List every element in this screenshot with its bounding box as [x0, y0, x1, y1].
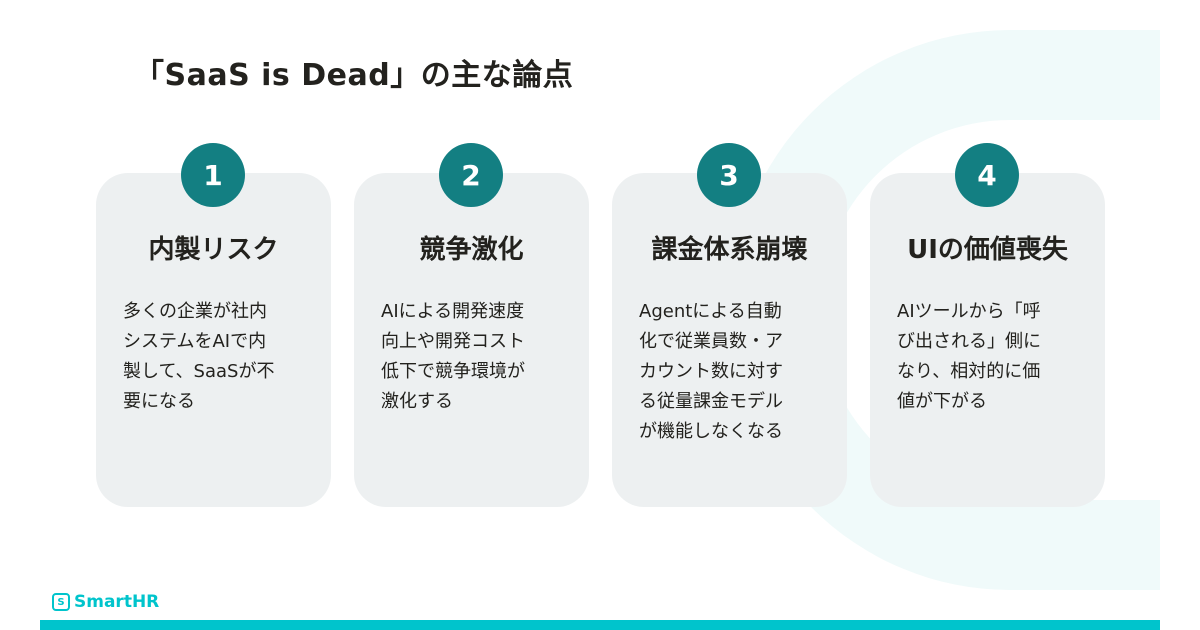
number-badge: 4: [955, 143, 1019, 207]
brand-bar: [40, 620, 1160, 630]
card-title: 内製リスク: [148, 235, 279, 265]
description-line: 低下で競争環境が: [381, 361, 525, 382]
description-line: び出される」側に: [897, 331, 1041, 352]
smarthr-logo: S SmartHR: [52, 592, 159, 612]
logo-text: SmartHR: [74, 592, 160, 612]
description-line: 値が下がる: [897, 391, 987, 412]
page-title: 「SaaS is Dead」の主な論点: [134, 58, 574, 93]
description-line: 化で従業員数・ア: [639, 331, 783, 352]
number-badge: 1: [181, 143, 245, 207]
description-line: AIによる開発速度: [381, 301, 525, 322]
description-line: 製して、SaaSが不: [123, 361, 275, 382]
description-line: Agentによる自動: [639, 301, 782, 322]
card-title: UIの価値喪失: [907, 235, 1068, 265]
description-line: 要になる: [123, 391, 195, 412]
description-line: 多くの企業が社内: [123, 301, 267, 322]
description-line: AIツールから「呼: [897, 301, 1041, 322]
card-title: 課金体系崩壊: [651, 235, 808, 265]
description-line: システムをAIで内: [123, 331, 267, 352]
point-card: 課金体系崩壊 Agentによる自動化で従業員数・アカウント数に対する従量課金モデル…: [612, 173, 847, 507]
description-line: 激化する: [381, 391, 453, 412]
description-line: る従量課金モデル: [639, 391, 783, 412]
description-line: カウント数に対す: [639, 361, 783, 382]
card-description: AIによる開発速度向上や開発コスト低下で競争環境が激化する: [381, 297, 573, 417]
description-line: が機能しなくなる: [639, 421, 783, 442]
point-card: 内製リスク多くの企業が社内システムをAIで内製して、SaaSが不要になる: [96, 173, 331, 507]
point-card: UIの価値喪失 AIツールから「呼び出される」側になり、相対的に価値が下がる: [870, 173, 1105, 507]
card-description: 多くの企業が社内システムをAIで内製して、SaaSが不要になる: [123, 297, 315, 417]
description-line: なり、相対的に価: [897, 361, 1041, 382]
number-badge: 2: [439, 143, 503, 207]
card-description: AIツールから「呼び出される」側になり、相対的に価値が下がる: [897, 297, 1089, 417]
point-card: 競争激化 AIによる開発速度向上や開発コスト低下で競争環境が激化する: [354, 173, 589, 507]
description-line: 向上や開発コスト: [381, 331, 525, 352]
number-badge: 3: [697, 143, 761, 207]
logo-icon: S: [52, 593, 70, 611]
card-title: 競争激化: [419, 235, 524, 265]
card-description: Agentによる自動化で従業員数・アカウント数に対する従量課金モデルが機能しなく…: [639, 297, 831, 447]
